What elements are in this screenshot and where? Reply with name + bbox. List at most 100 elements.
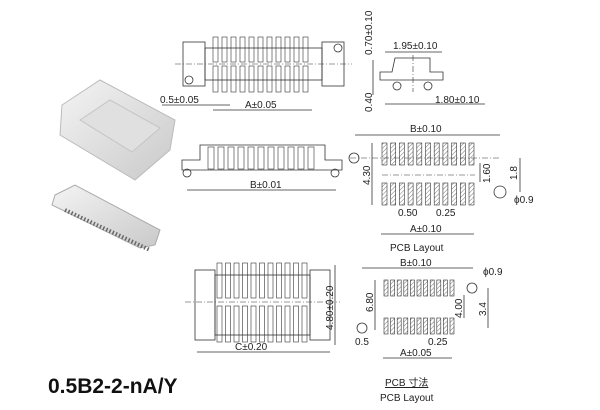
- width-top-dim: 1.95±0.10: [393, 41, 438, 52]
- connector-photo-1: [59, 79, 176, 181]
- solder-pad: [451, 182, 457, 206]
- contact-pin: [275, 65, 282, 93]
- pcb1-hole-dia-dim: ϕ0.9: [514, 195, 534, 206]
- contact-pin: [302, 36, 309, 63]
- solder-pad: [390, 317, 395, 335]
- solder-pad: [410, 317, 415, 335]
- pcb1-row-gap-dim: 1.60: [482, 163, 493, 183]
- solder-pad: [449, 317, 455, 335]
- end-view: 0.70±0.10 1.95±0.10 0.40 1.80±0.10: [364, 10, 485, 112]
- contact-pin: [237, 146, 245, 170]
- c-dim: C±0.20: [235, 342, 268, 353]
- contact-pin: [247, 146, 255, 170]
- pcb2-caption-jp: PCB 寸法: [385, 376, 428, 389]
- b-dim: B±0.01: [250, 180, 282, 191]
- contact-pin: [225, 305, 231, 343]
- solder-pad: [407, 142, 414, 166]
- solder-pad: [433, 182, 440, 206]
- solder-pad: [381, 142, 388, 166]
- contact-pin: [239, 36, 246, 63]
- contact-pin: [259, 262, 265, 299]
- bottom-height-dim: 4.80±0.20: [325, 285, 336, 330]
- solder-pad: [443, 279, 448, 297]
- contact-pin: [257, 36, 264, 63]
- solder-pad: [383, 279, 389, 297]
- solder-pad: [449, 279, 455, 297]
- solder-pad: [443, 317, 448, 335]
- standoff-dim: 0.40: [364, 92, 375, 112]
- pcb2-hole-offset-dim: 3.4: [478, 302, 489, 316]
- solder-pad: [381, 182, 388, 206]
- contact-pin: [221, 65, 228, 93]
- contact-pin: [212, 65, 219, 93]
- a-dim: A±0.05: [245, 100, 277, 111]
- solder-pad: [436, 317, 442, 335]
- pcb1-hole-offset-dim: 1.8: [509, 166, 520, 180]
- contact-pin: [297, 146, 305, 170]
- pcb1-b-dim: B±0.10: [410, 124, 442, 135]
- solder-pad: [433, 142, 440, 166]
- pcb2-pitch-dim: 0.5: [355, 337, 369, 348]
- side-view: B±0.01: [181, 144, 343, 191]
- solder-pad: [416, 317, 422, 335]
- contact-pin: [233, 262, 240, 299]
- bottom-view: C±0.20 4.80±0.20: [185, 262, 340, 353]
- contact-pin: [287, 146, 295, 170]
- contact-pin: [242, 262, 248, 299]
- connector-photo-2: [51, 184, 161, 252]
- pcb2-pad-width-dim: 0.25: [428, 337, 448, 348]
- contact-pin: [227, 146, 235, 170]
- contact-pin: [284, 262, 291, 299]
- solder-pad: [459, 142, 466, 166]
- solder-pad: [425, 142, 431, 166]
- solder-pad: [468, 142, 475, 166]
- solder-pad: [390, 142, 397, 166]
- contact-pin: [267, 146, 275, 170]
- solder-pad: [399, 182, 405, 206]
- contact-pin: [277, 146, 285, 170]
- pcb2-hole-dia-dim: ϕ0.9: [483, 267, 503, 278]
- solder-pad: [390, 182, 397, 206]
- solder-pad: [451, 142, 457, 166]
- pcb2-caption: PCB Layout: [380, 393, 434, 404]
- solder-pad: [390, 279, 395, 297]
- contact-pin: [250, 262, 257, 299]
- contact-pin: [302, 65, 309, 93]
- contact-pin: [275, 36, 282, 63]
- solder-pad: [436, 279, 442, 297]
- contact-pin: [276, 262, 282, 299]
- pcb2-height-dim: 6.80: [365, 292, 376, 312]
- contact-pin: [293, 305, 299, 343]
- solder-pad: [410, 279, 415, 297]
- solder-pad: [403, 279, 409, 297]
- pcb1-a-dim: A±0.10: [410, 224, 442, 235]
- pcb-layout-1: B±0.10 4.30 1.60 1.8 ϕ0.9 0.50 0.25 A±0.…: [348, 124, 534, 254]
- solder-pad: [396, 279, 402, 297]
- solder-pad: [429, 317, 435, 335]
- contact-pin: [284, 305, 291, 343]
- pcb2-b-dim: B±0.10: [400, 258, 432, 269]
- contact-pin: [257, 146, 265, 170]
- contact-pin: [293, 36, 300, 63]
- contact-pin: [276, 305, 282, 343]
- solder-pad: [425, 182, 431, 206]
- contact-pin: [267, 262, 274, 299]
- pcb1-pitch-dim: 0.50: [398, 208, 418, 219]
- solder-pad: [429, 279, 435, 297]
- solder-pad: [468, 182, 475, 206]
- solder-pad: [423, 279, 428, 297]
- contact-pin: [301, 262, 308, 299]
- solder-pad: [442, 182, 449, 206]
- pcb-layout-2: B±0.10 ϕ0.9 6.80 4.00 3.4 0.5 0.25 A±0.0…: [355, 258, 503, 404]
- contact-pin: [216, 305, 223, 343]
- contact-pin: [221, 36, 228, 63]
- contact-pin: [266, 65, 273, 93]
- solder-pad: [396, 317, 402, 335]
- contact-pin: [217, 146, 225, 170]
- height-dim: 0.70±0.10: [364, 10, 375, 55]
- contact-pin: [212, 36, 219, 63]
- contact-pin: [257, 65, 264, 93]
- contact-pin: [301, 305, 308, 343]
- solder-pad: [416, 279, 422, 297]
